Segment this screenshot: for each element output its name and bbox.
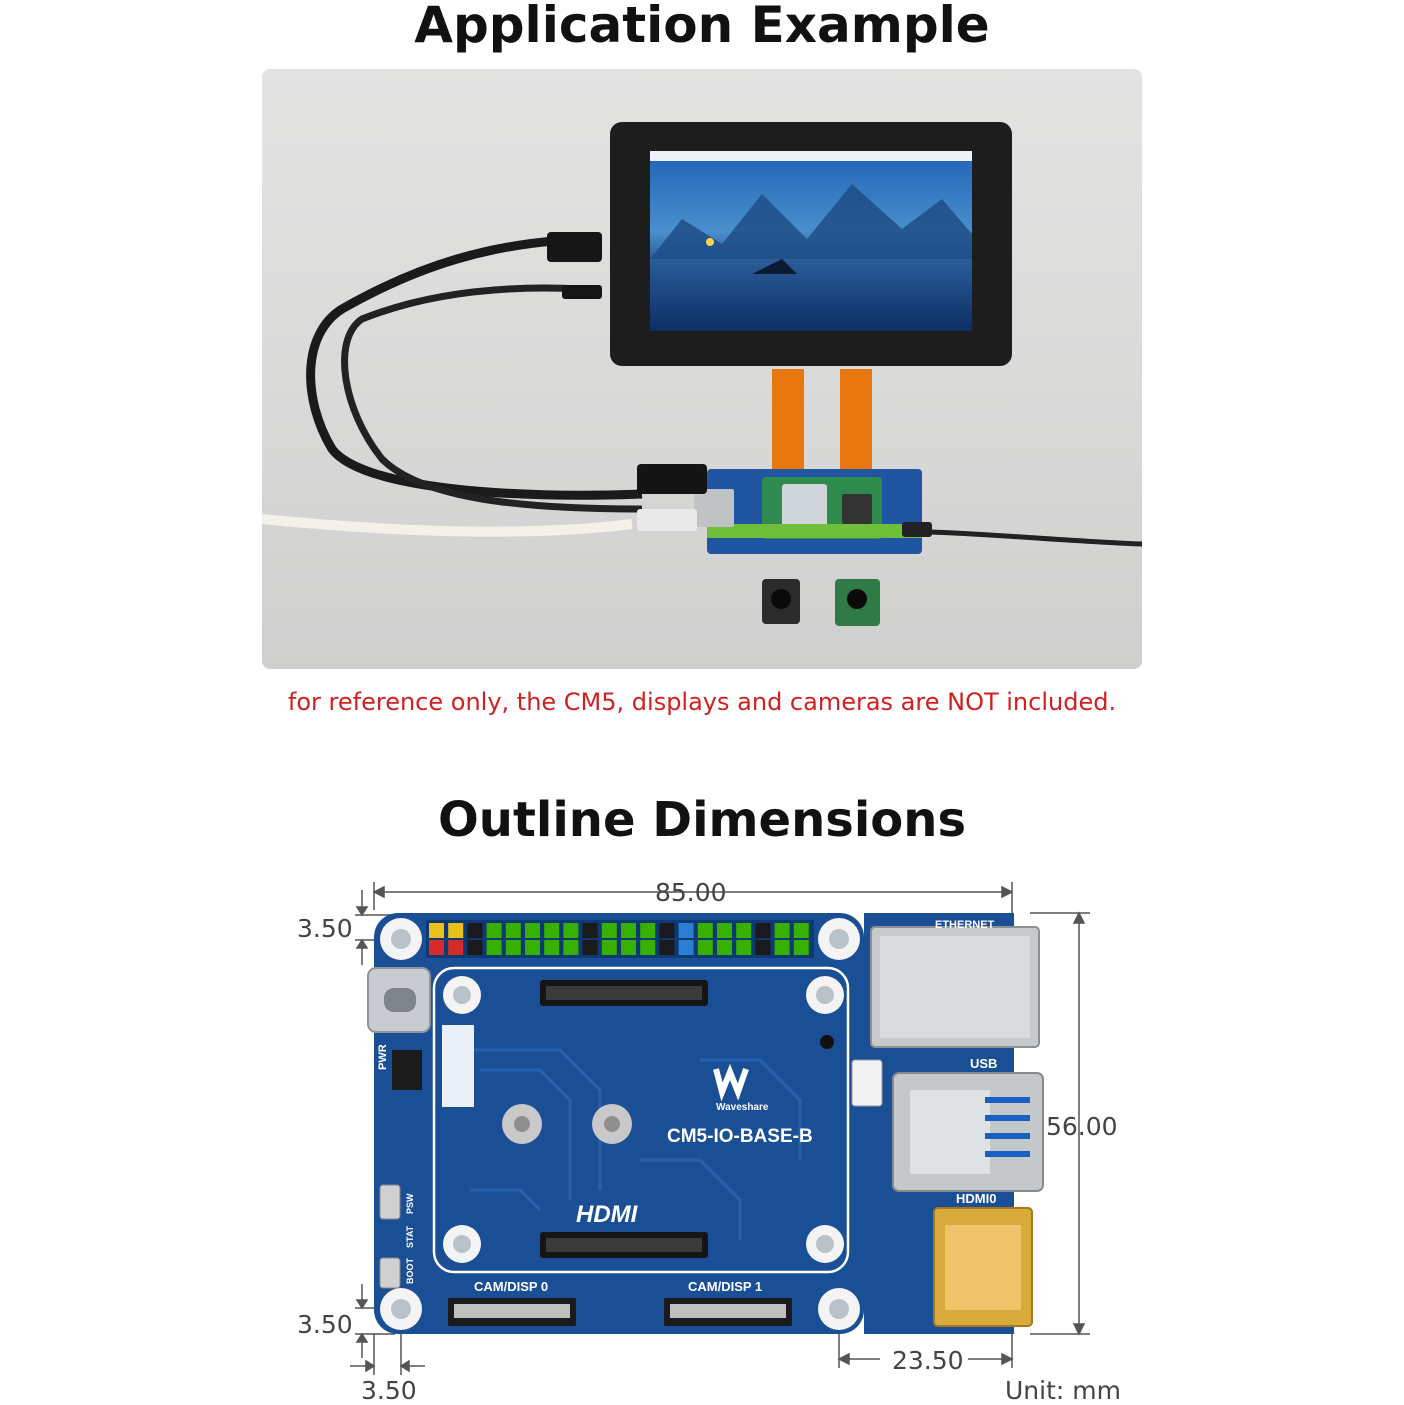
cm5-outline [432, 966, 850, 1274]
gpio-pin [525, 923, 540, 938]
gpio-pin [525, 940, 540, 955]
gpio-pin [755, 940, 771, 955]
application-example-title: Application Example [414, 0, 990, 54]
gpio-pin [640, 940, 656, 955]
gpio-pin [429, 923, 444, 938]
label-hdmi0: HDMI0 [956, 1191, 996, 1206]
gpio-pin [544, 923, 560, 938]
gpio-pin [678, 940, 694, 955]
gpio-pin [563, 923, 579, 938]
gpio-pin [505, 923, 521, 938]
label-area [442, 1025, 474, 1107]
gpio-pin [755, 923, 771, 938]
gpio-pin [659, 923, 675, 938]
outline-dimensions-diagram: ETHERNET USB HDMI0 Waveshare CM5-IO-BASE… [0, 860, 1404, 1405]
gpio-pin [717, 923, 732, 938]
gpio-pin [621, 923, 636, 938]
gpio-pin [774, 940, 790, 955]
label-model: CM5-IO-BASE-B [667, 1126, 813, 1147]
dim-left-offset: 3.50 [361, 1376, 417, 1405]
gpio-pin [486, 940, 502, 955]
gpio-pin [659, 940, 675, 955]
label-cam-disp-1: CAM/DISP 1 [688, 1279, 762, 1294]
dim-top-offset: 3.50 [297, 914, 353, 943]
gpio-pin [774, 923, 790, 938]
outline-dimensions-title: Outline Dimensions [437, 792, 967, 848]
gpio-header [426, 920, 814, 958]
gpio-pin [736, 940, 752, 955]
gpio-pin [486, 923, 502, 938]
label-boot: BOOT [405, 1257, 415, 1284]
disclaimer-note: for reference only, the CM5, displays an… [287, 688, 1117, 716]
dim-height: 56.00 [1046, 1112, 1118, 1141]
gpio-pin [640, 923, 656, 938]
gpio-pin [601, 940, 617, 955]
gpio-pin [582, 923, 598, 938]
hdmi-logo: HDMI [576, 1201, 639, 1228]
application-photo-illustration [262, 122, 1142, 626]
label-ethernet: ETHERNET [935, 919, 995, 931]
gpio-pin [448, 923, 464, 938]
waveshare-logo-icon [713, 1063, 749, 1102]
gpio-pin [697, 923, 713, 938]
gpio-pin [621, 940, 636, 955]
mounting-holes [380, 918, 860, 1330]
board-drawing: ETHERNET USB HDMI0 Waveshare CM5-IO-BASE… [350, 882, 1090, 1375]
label-pwr: PWR [377, 1044, 389, 1070]
gpio-pin [582, 940, 598, 955]
gpio-pin [467, 923, 483, 938]
gpio-pin [467, 940, 483, 955]
gpio-pin [544, 940, 560, 955]
label-brand: Waveshare [716, 1102, 769, 1113]
label-cam-disp-0: CAM/DISP 0 [474, 1279, 548, 1294]
dim-hole-spacing: 23.50 [892, 1346, 964, 1375]
gpio-pin [601, 923, 617, 938]
gpio-pin [678, 923, 694, 938]
unit-label: Unit: mm [1005, 1376, 1121, 1405]
label-psw: PSW [405, 1193, 415, 1214]
gpio-pin [736, 923, 752, 938]
gpio-pin [697, 940, 713, 955]
label-usb: USB [970, 1056, 997, 1071]
gpio-pin [505, 940, 521, 955]
gpio-pin [448, 940, 464, 955]
gpio-pin [563, 940, 579, 955]
gpio-pin [793, 940, 809, 955]
gpio-pin [429, 940, 444, 955]
gpio-pin [717, 940, 732, 955]
application-example-photo [262, 69, 1142, 669]
gpio-pin [793, 923, 809, 938]
dim-width: 85.00 [655, 878, 727, 907]
label-stat: STAT [405, 1225, 415, 1248]
dim-bottom-offset: 3.50 [297, 1310, 353, 1339]
